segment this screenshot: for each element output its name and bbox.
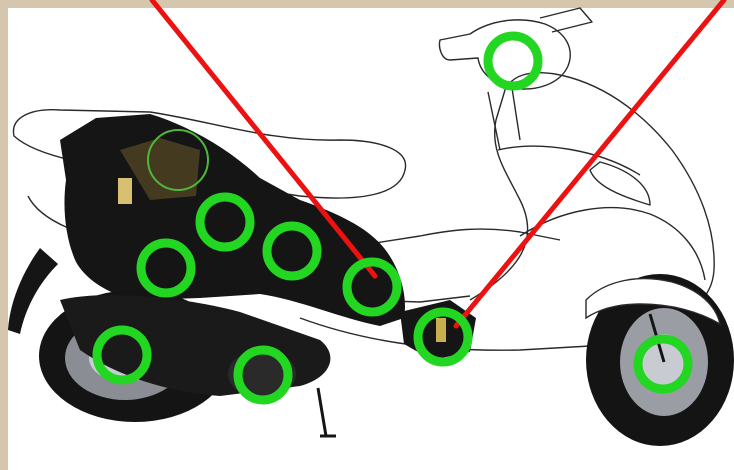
engine-label xyxy=(118,178,132,204)
rear-mudguard xyxy=(8,248,58,334)
headlight-panel xyxy=(590,162,650,205)
marker-handlebar-mirror xyxy=(488,36,538,86)
fuse-box-label xyxy=(436,318,446,342)
steering-column xyxy=(488,88,520,150)
kickstand xyxy=(318,388,336,436)
body-crease xyxy=(498,146,640,175)
handlebar-outline xyxy=(439,20,570,89)
front-fender-inner xyxy=(520,208,705,280)
handlebar-grip xyxy=(540,8,592,32)
mechanical-parts xyxy=(8,114,734,446)
